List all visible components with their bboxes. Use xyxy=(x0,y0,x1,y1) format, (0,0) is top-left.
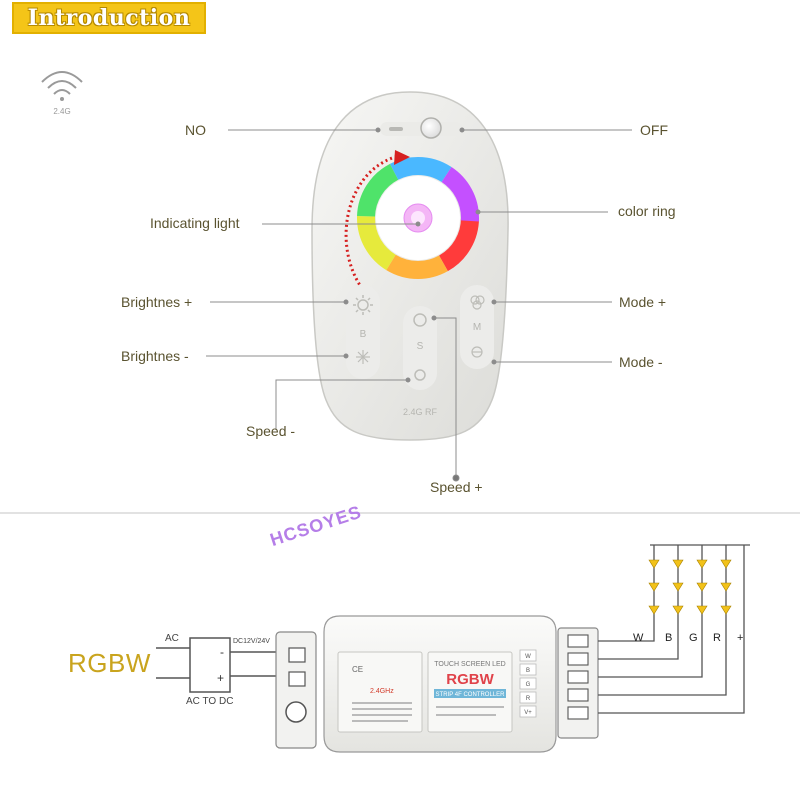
output-terminal xyxy=(567,706,589,720)
dim-sun-icon[interactable] xyxy=(356,350,370,364)
output-wires xyxy=(598,545,745,714)
ac-dc-adapter xyxy=(189,637,231,693)
controller-terminal-labels: W B G R V+ xyxy=(519,649,537,718)
remote-rf-label: 2.4G RF xyxy=(403,407,438,417)
controller-strip-band xyxy=(434,689,506,698)
mode-up-icon[interactable] xyxy=(470,295,485,310)
callout-lines xyxy=(206,127,632,482)
output-wire xyxy=(598,545,727,696)
power-terminal-2 xyxy=(288,671,306,687)
callout-speed-down: Speed - xyxy=(246,423,296,439)
ac-input-wires xyxy=(156,647,190,679)
terminal-label: G xyxy=(526,682,531,688)
supply-voltage-label: DC12V/24V xyxy=(233,638,270,645)
terminal-slot xyxy=(519,705,537,718)
channel-label-w: W xyxy=(633,632,644,644)
callout-no: NO xyxy=(185,122,206,138)
led-diode xyxy=(696,605,708,615)
callout-color-ring: color ring xyxy=(618,203,676,219)
led-diode xyxy=(648,559,660,569)
led-strip xyxy=(648,544,750,615)
led-diode xyxy=(648,582,660,592)
controller-title: TOUCH SCREEN LED xyxy=(434,661,505,668)
mode-label: M xyxy=(473,322,481,333)
adapter-minus: - xyxy=(220,645,224,659)
callout-mode-up: Mode + xyxy=(619,294,667,310)
output-terminal xyxy=(567,652,589,666)
callout-mode-down: Mode - xyxy=(619,354,663,370)
led-diode xyxy=(672,605,684,615)
adapter-plus: + xyxy=(217,671,224,685)
rotation-arrow xyxy=(344,155,396,302)
controller-subtitle: STRIP 4F CONTROLLER xyxy=(436,692,506,698)
speed-label: S xyxy=(417,341,424,352)
controller-spec-lines xyxy=(352,702,412,722)
terminal-label: V+ xyxy=(524,710,532,716)
callout-brightness-down: Brightnes - xyxy=(121,348,189,364)
on-button[interactable] xyxy=(389,127,403,131)
callout-speed-up: Speed + xyxy=(430,479,483,495)
controller-model: RGBW xyxy=(446,671,494,688)
terminal-slot xyxy=(519,677,537,690)
speed-button-group xyxy=(403,306,437,390)
off-button[interactable] xyxy=(420,117,442,139)
controller-label-left xyxy=(337,651,423,733)
introduction-title: Introduction xyxy=(27,5,191,31)
led-diode xyxy=(648,605,660,615)
wireless-label: 2.4G xyxy=(53,107,70,116)
terminal-label: R xyxy=(526,696,531,702)
led-diode xyxy=(720,559,732,569)
adapter-label: AC TO DC xyxy=(186,696,234,707)
output-terminals xyxy=(567,634,589,720)
led-diode xyxy=(672,582,684,592)
terminal-label: W xyxy=(525,654,531,660)
led-diode xyxy=(696,559,708,569)
mode-down-icon[interactable] xyxy=(471,346,483,358)
output-wire xyxy=(598,545,745,714)
callout-indicating-light: Indicating light xyxy=(150,215,240,231)
output-terminal xyxy=(567,688,589,702)
output-terminal xyxy=(567,634,589,648)
led-diode xyxy=(672,559,684,569)
output-wire xyxy=(598,545,655,642)
output-wire xyxy=(598,545,703,678)
ac-label: AC xyxy=(165,633,179,644)
wiring-title: RGBW xyxy=(68,648,151,678)
channel-label-g: G xyxy=(689,632,698,644)
introduction-badge: Introduction xyxy=(12,2,206,34)
speed-down-icon[interactable] xyxy=(414,369,426,381)
callout-off: OFF xyxy=(640,122,668,138)
brightness-button-group xyxy=(346,285,380,379)
sun-icon[interactable] xyxy=(353,295,373,315)
led-diode xyxy=(720,582,732,592)
led-diode xyxy=(696,582,708,592)
channel-label-r: R xyxy=(713,632,721,644)
dc-output-wires xyxy=(230,651,276,677)
controller-frequency: 2.4GHz xyxy=(370,688,394,695)
power-terminal-block xyxy=(275,631,317,749)
rotation-arrowhead xyxy=(394,150,410,165)
callout-brightness-up: Brightnes + xyxy=(121,294,193,310)
led-diode xyxy=(720,605,732,615)
channel-label-b: B xyxy=(665,632,673,644)
power-terminal-1 xyxy=(288,647,306,663)
brightness-label: B xyxy=(360,329,367,340)
output-terminal xyxy=(567,670,589,684)
terminal-label: B xyxy=(526,668,530,674)
terminal-slot xyxy=(519,663,537,676)
antenna-socket xyxy=(285,701,307,723)
terminal-slot xyxy=(519,649,537,662)
controller-rating-lines xyxy=(436,706,504,716)
indicating-light-core xyxy=(411,211,425,225)
mode-button-group xyxy=(460,285,494,369)
terminal-slot xyxy=(519,691,537,704)
speed-up-icon[interactable] xyxy=(413,313,427,327)
controller-ce-mark: CE xyxy=(352,665,363,674)
wireless-icon xyxy=(41,71,83,101)
channel-label-plus: + xyxy=(737,632,744,644)
